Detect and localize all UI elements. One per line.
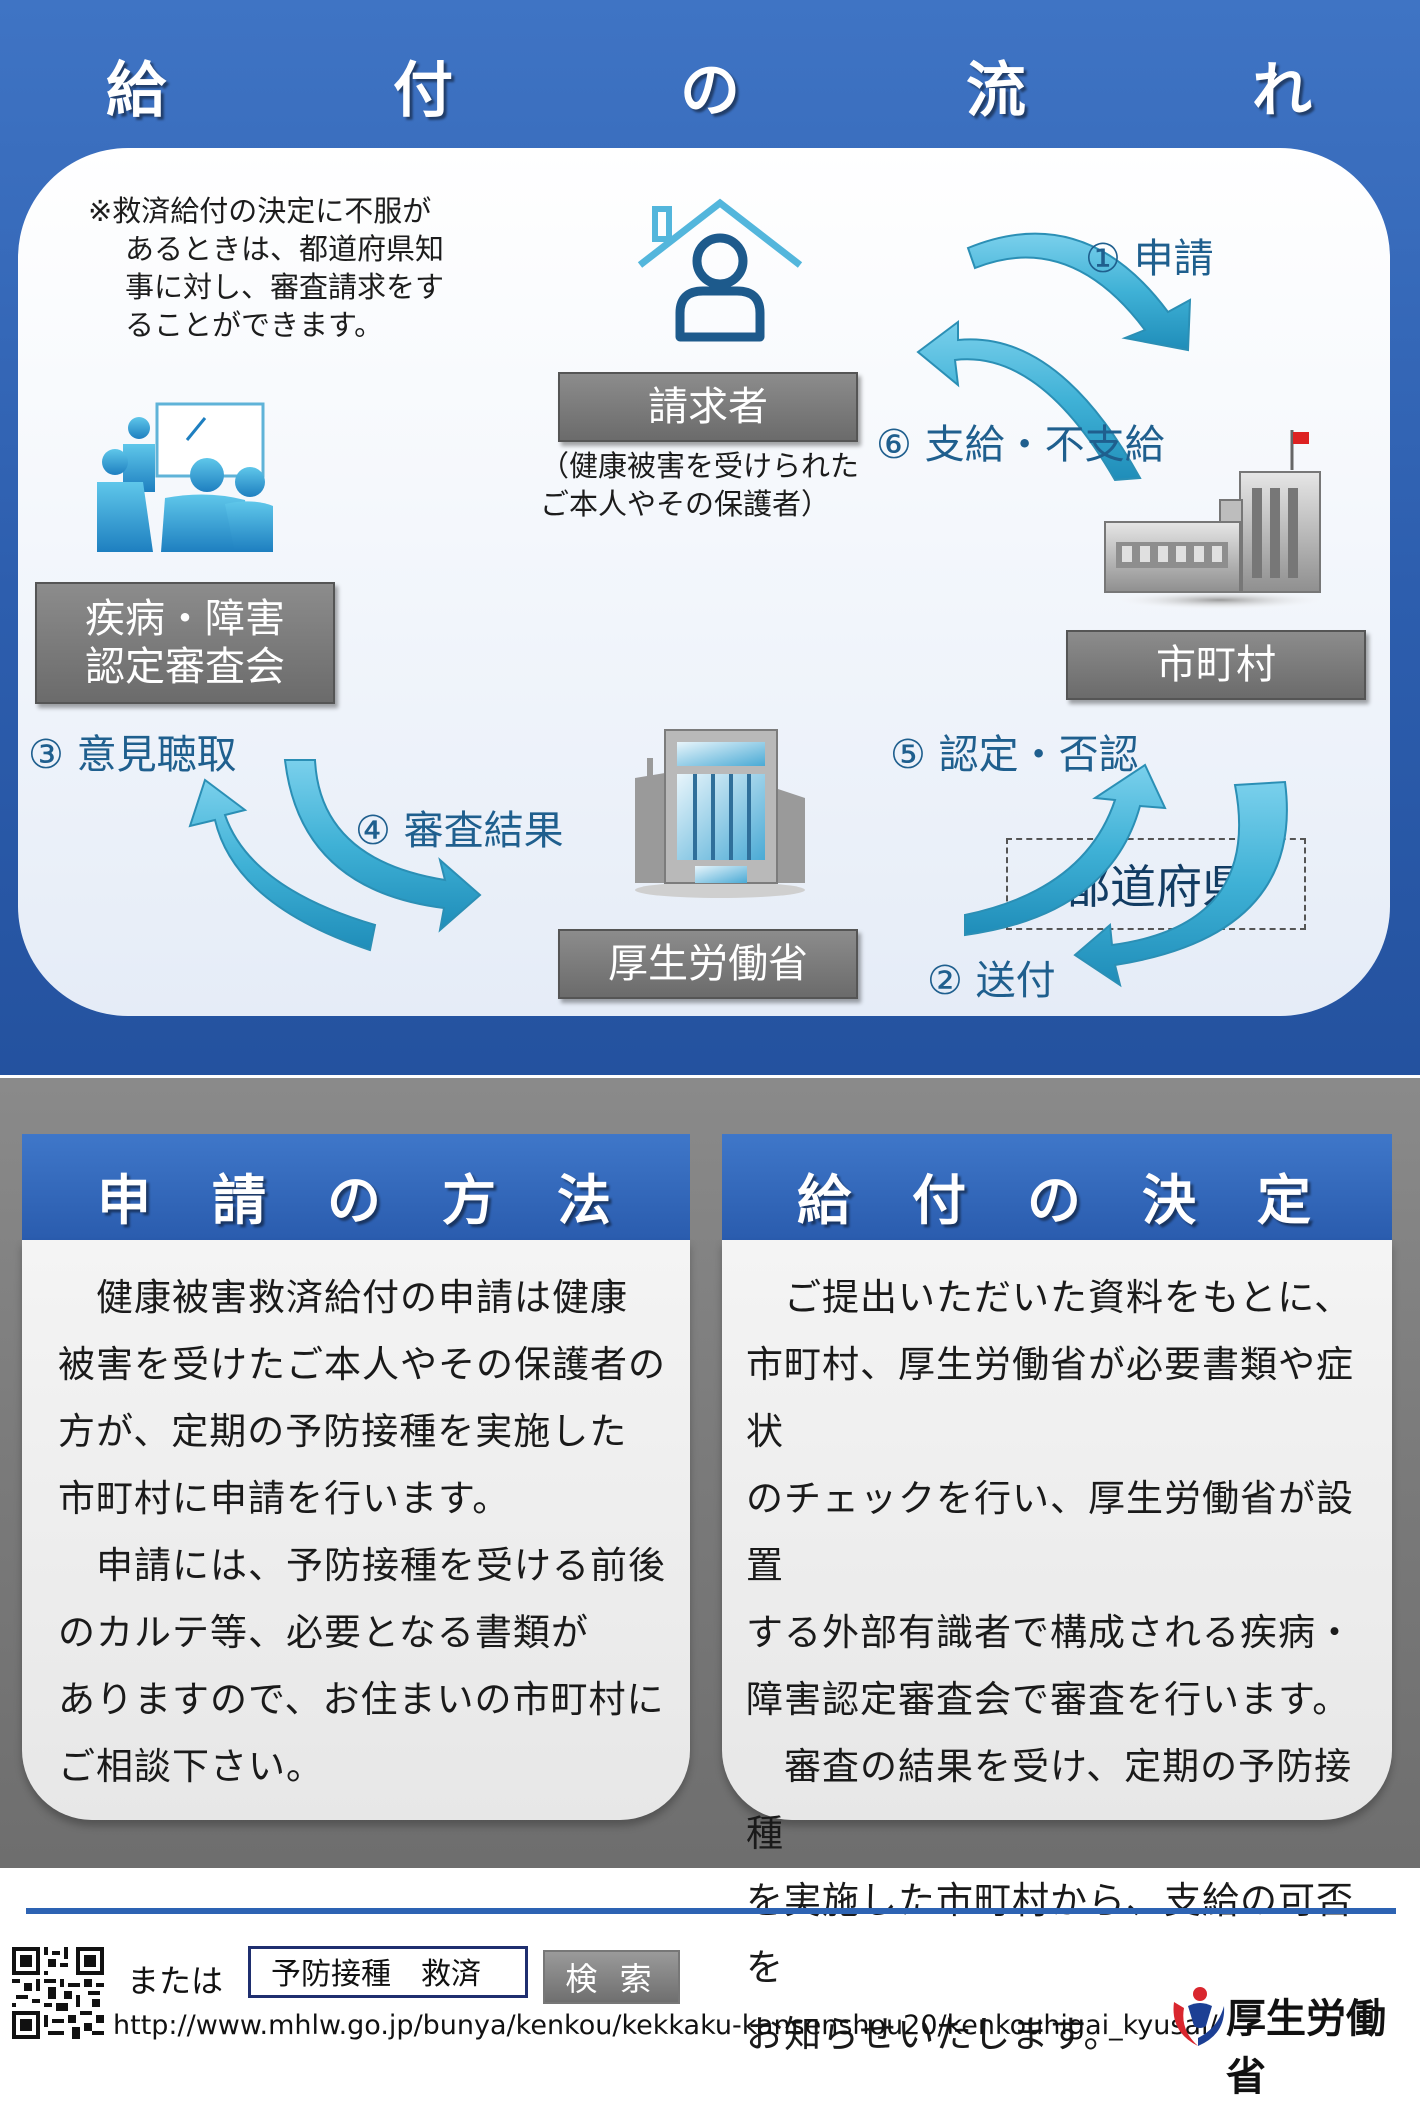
or-label: または <box>127 1962 224 2000</box>
apply-method-body: 健康被害救済給付の申請は健康 被害を受けたご本人やその保護者の 方が、定期の予防… <box>22 1240 690 1820</box>
arrow-payment <box>916 320 1142 482</box>
flow-title-char: の <box>680 56 740 126</box>
search-input[interactable]: 予防接種 救済 <box>248 1946 528 1998</box>
apply-method-header: 申 請 の 方 法 <box>22 1134 690 1244</box>
appeal-note: ※救済給付の決定に不服が あるときは、都道府県知 事に対し、審査請求をす ること… <box>88 194 445 342</box>
step-send-label: ② 送付 <box>927 958 1056 1004</box>
arrow-approval <box>964 763 1167 937</box>
meeting-icon <box>97 402 273 552</box>
ministry-logo-icon <box>1173 1987 1225 2046</box>
qr-code-icon[interactable] <box>12 1947 104 2039</box>
flow-title-char: 給 <box>106 56 166 126</box>
town-hall-icon <box>1104 430 1330 610</box>
benefit-decision-body: ご提出いただいた資料をもとに、 市町村、厚生労働省が必要書類や症状 のチェックを… <box>722 1240 1392 2056</box>
arrow-send <box>1073 780 1288 988</box>
benefit-flow-section: 給 付 の 流 れ ※救済給付の決定に不服が あるときは、都道府県知 事に対し、… <box>0 0 1420 1075</box>
municipality-box: 市町村 <box>1066 630 1366 700</box>
claimant-box: 請求者 <box>558 372 858 442</box>
step-hearing-label: ③ 意見聴取 <box>28 732 237 778</box>
claimant-description: （健康被害を受けられた ご本人やその保護者） <box>540 449 860 521</box>
house-person-icon <box>637 198 803 342</box>
flow-title-char: れ <box>1252 56 1312 126</box>
benefit-decision-text: ご提出いただいた資料をもとに、 市町村、厚生労働省が必要書類や症状 のチェックを… <box>746 1276 1354 2056</box>
arrow-apply <box>966 232 1192 352</box>
search-button[interactable]: 検 索 <box>543 1950 680 2004</box>
step-approval-label: ⑤ 認定・否認 <box>890 732 1139 778</box>
benefit-decision-header: 給 付 の 決 定 <box>722 1134 1392 1244</box>
flow-title-char: 付 <box>393 56 453 126</box>
apply-method-text: 健康被害救済給付の申請は健康 被害を受けたご本人やその保護者の 方が、定期の予防… <box>58 1276 666 1788</box>
review-committee-box: 疾病・障害 認定審査会 <box>35 582 335 704</box>
flow-title: 給 付 の 流 れ <box>0 0 1420 150</box>
office-building-icon <box>635 729 805 898</box>
arrow-result <box>283 759 482 933</box>
arrow-hearing <box>188 778 377 952</box>
ministry-url-link[interactable]: http://www.mhlw.go.jp/bunya/kenkou/kekka… <box>113 2010 1218 2041</box>
footer-divider <box>26 1908 1396 1914</box>
ministry-box: 厚生労働省 <box>558 929 858 999</box>
step-result-label: ④ 審査結果 <box>355 808 564 854</box>
step-payment-label: ⑥ 支給・不支給 <box>876 422 1165 468</box>
flow-arrows <box>188 232 1288 988</box>
flow-title-char: 流 <box>966 56 1026 126</box>
ministry-name: 厚生労働省 <box>1226 1996 1386 2100</box>
step-apply-label: ① 申請 <box>1085 236 1214 282</box>
